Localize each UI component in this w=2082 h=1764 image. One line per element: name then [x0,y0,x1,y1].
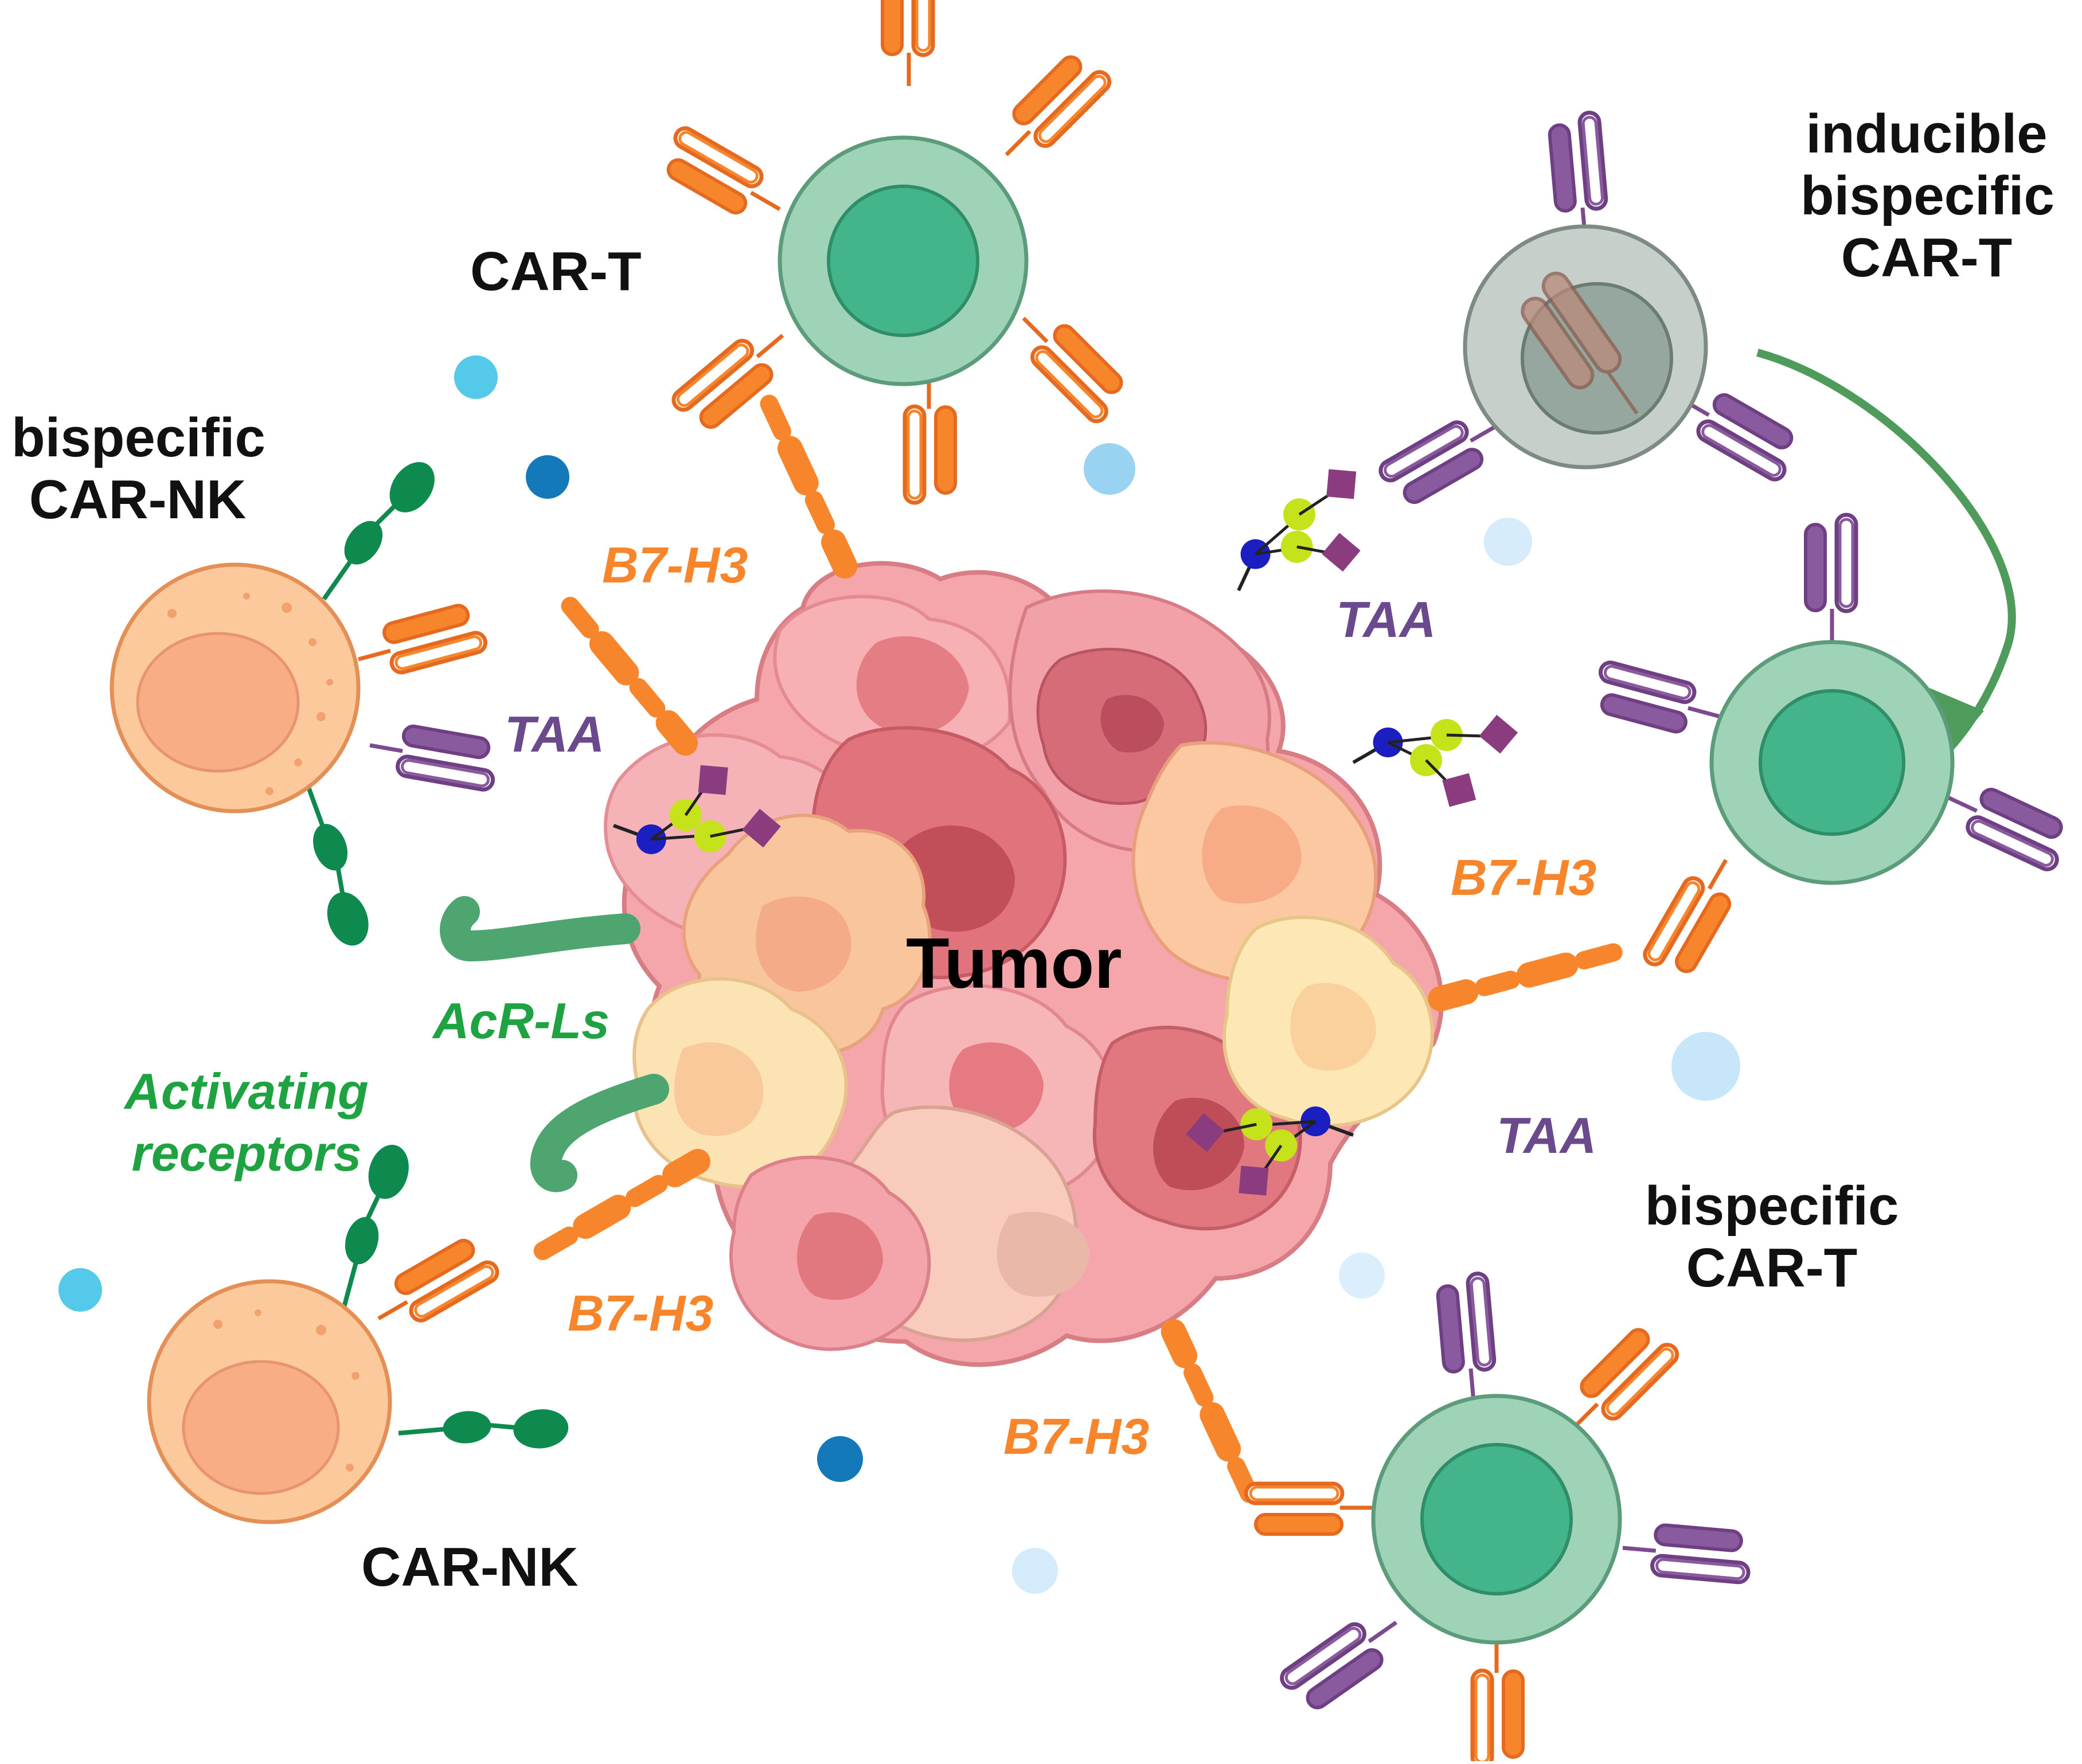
label-car-t: CAR-T [470,241,642,302]
label-activating-receptors: Activating receptors [109,1061,384,1184]
label-line: receptors [131,1125,362,1182]
bispecific-car-t-cell [1246,1273,1752,1761]
label-line: inducible [1806,103,2048,165]
label-taa-left: TAA [505,706,605,762]
label-taa-top: TAA [1336,591,1436,648]
label-tumor: Tumor [906,924,1122,1003]
car-nk-cell [147,1139,570,1524]
label-line: Activating [124,1063,369,1120]
label-line: CAR-T [1686,1237,1858,1298]
label-bispecific-car-t: bispecific CAR-T [1640,1175,1904,1299]
label-line: CAR-T [1841,227,2013,288]
inducible-bispecific-car-t-cell [1377,112,1804,511]
label-bispecific-car-nk: bispecific CAR-NK [11,407,265,531]
label-b7h3-bottom-left: B7-H3 [568,1285,714,1341]
acr-ligands [440,896,669,1192]
car-t-top [657,0,1132,503]
molecule-spheres [58,355,1740,1594]
bispecific-car-nk-cell [110,451,500,951]
label-inducible-bispecific-car-t: inducible bispecific CAR-T [1800,103,2054,289]
label-car-nk: CAR-NK [361,1536,579,1598]
label-line: CAR-NK [29,469,247,530]
label-b7h3-bottom: B7-H3 [1003,1408,1150,1465]
label-taa-bottom: TAA [1497,1107,1597,1164]
label-line: bispecific [1800,165,2054,226]
label-b7h3-right: B7-H3 [1451,849,1597,906]
induced-bispecific-car-t-cell [1591,515,2073,983]
label-b7h3-top: B7-H3 [602,537,748,593]
tumor-mass [604,561,1444,1367]
label-line: bispecific [1644,1175,1899,1237]
label-line: bispecific [11,407,265,468]
label-acr-ls: AcR-Ls [433,992,610,1049]
